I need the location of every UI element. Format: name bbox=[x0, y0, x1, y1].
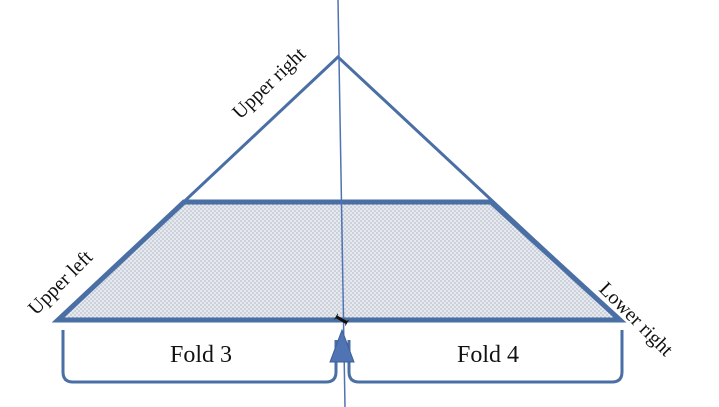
fold-3-bracket bbox=[61, 330, 338, 384]
up-arrow-icon bbox=[329, 328, 355, 363]
fold-4-label: Fold 4 bbox=[457, 342, 519, 368]
fold-3-label: Fold 3 bbox=[170, 342, 232, 368]
folded-trapezoid bbox=[51, 199, 627, 323]
fold-4-bracket bbox=[347, 330, 624, 384]
upper-right-label: Upper right bbox=[228, 43, 310, 124]
